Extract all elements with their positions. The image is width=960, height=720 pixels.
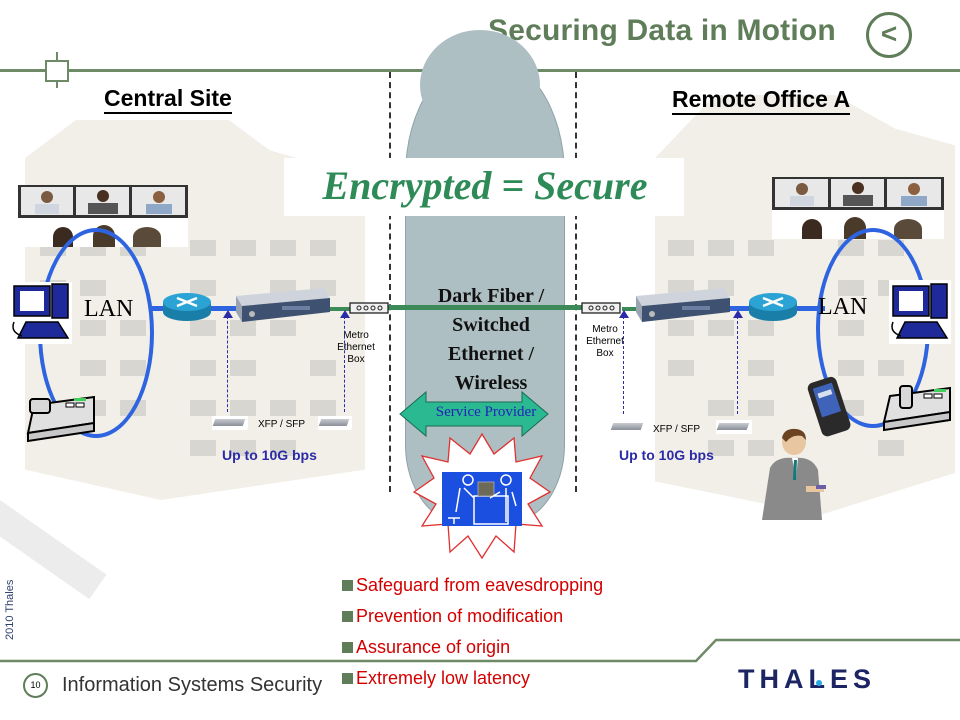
bullet-square-icon: [342, 642, 353, 653]
remote-office-heading: Remote Office A: [672, 85, 851, 115]
central-phone-icon: [22, 393, 100, 443]
bullet-square-icon: [342, 580, 353, 591]
remote-user-businessman-icon: [762, 428, 826, 520]
benefit-item: Extremely low latency: [342, 663, 603, 694]
remote-encryptor-device: [632, 288, 732, 328]
central-sfp-module-icon: [212, 416, 248, 430]
bullet-square-icon: [342, 611, 353, 622]
central-encryptor-link: [330, 307, 350, 311]
remote-xfp-label: XFP / SFP: [653, 424, 701, 435]
central-encryptor-device: [232, 288, 332, 328]
remote-speed-label: Up to 10G bps: [619, 447, 714, 463]
central-site-heading: Central Site: [104, 84, 232, 114]
remote-video-conference-image: [772, 177, 944, 239]
service-provider-label: Service Provider: [435, 404, 537, 420]
remote-phone-icon: [880, 384, 956, 432]
benefit-item: Prevention of modification: [342, 601, 603, 632]
corner-marker-tick: [56, 52, 58, 61]
site-boundary-right: [575, 72, 577, 492]
remote-lan-label: LAN: [818, 294, 868, 320]
central-metro-label: Metro Ethernet Box: [337, 330, 375, 365]
benefit-item: Assurance of origin: [342, 632, 603, 663]
footer-section-title: Information Systems Security: [62, 674, 323, 696]
central-router-icon: [162, 292, 212, 322]
remote-metro-ethernet-box: [581, 300, 621, 314]
thales-logo: THALES: [738, 664, 876, 694]
remote-encryptor-link: [622, 307, 642, 311]
site-boundary-left: [389, 72, 391, 492]
central-sfp-arrow: [227, 316, 228, 412]
central-speed-label: Up to 10G bps: [222, 447, 317, 463]
corner-marker-icon: [45, 60, 69, 82]
remote-sfp-arrow: [623, 316, 624, 414]
wan-fiber-link: [385, 305, 585, 310]
encrypted-banner: Encrypted = Secure: [322, 163, 648, 208]
remote-smartphone-icon: [806, 374, 856, 440]
eavesdropper-starburst-icon: [412, 432, 552, 560]
transport-options-label: Dark Fiber / Switched Ethernet / Wireles…: [437, 285, 545, 394]
benefits-list: Safeguard from eavesdropping Prevention …: [342, 570, 603, 694]
footer-rule: [0, 638, 960, 663]
slide-title: Securing Data in Motion: [488, 14, 836, 47]
copyright-notice: 2010 Thales: [4, 579, 16, 640]
benefit-item: Safeguard from eavesdropping: [342, 570, 603, 601]
network-cloud-lobe: [420, 30, 540, 140]
remote-sfp-module-icon: [610, 420, 646, 434]
central-sfp-arrowhead-icon: [340, 310, 350, 318]
central-xfp-label: XFP / SFP: [258, 419, 306, 430]
remote-router-icon: [748, 292, 798, 322]
service-provider-arrow-icon: [399, 390, 549, 438]
remote-sfp-arrow: [737, 316, 738, 414]
remote-sfp-arrowhead-icon: [733, 310, 743, 318]
central-sfp-arrow: [344, 316, 345, 412]
remote-sfp-arrowhead-icon: [619, 310, 629, 318]
central-lan-label: LAN: [84, 296, 134, 322]
back-button[interactable]: <: [866, 12, 912, 58]
central-metro-ethernet-box: [349, 300, 389, 314]
bullet-square-icon: [342, 673, 353, 684]
encrypted-banner-bg: [284, 158, 684, 216]
central-sfp-module-icon: [318, 416, 352, 430]
thales-logo-dot-icon: [816, 680, 822, 686]
corner-marker-tick: [56, 81, 58, 88]
central-sfp-arrowhead-icon: [223, 310, 233, 318]
page-number: 10: [23, 673, 48, 698]
remote-computer-icon: [889, 280, 951, 344]
remote-metro-label: Metro Ethernet Box: [586, 324, 624, 359]
central-computer-icon: [8, 282, 72, 344]
remote-sfp-module-icon: [716, 420, 752, 434]
